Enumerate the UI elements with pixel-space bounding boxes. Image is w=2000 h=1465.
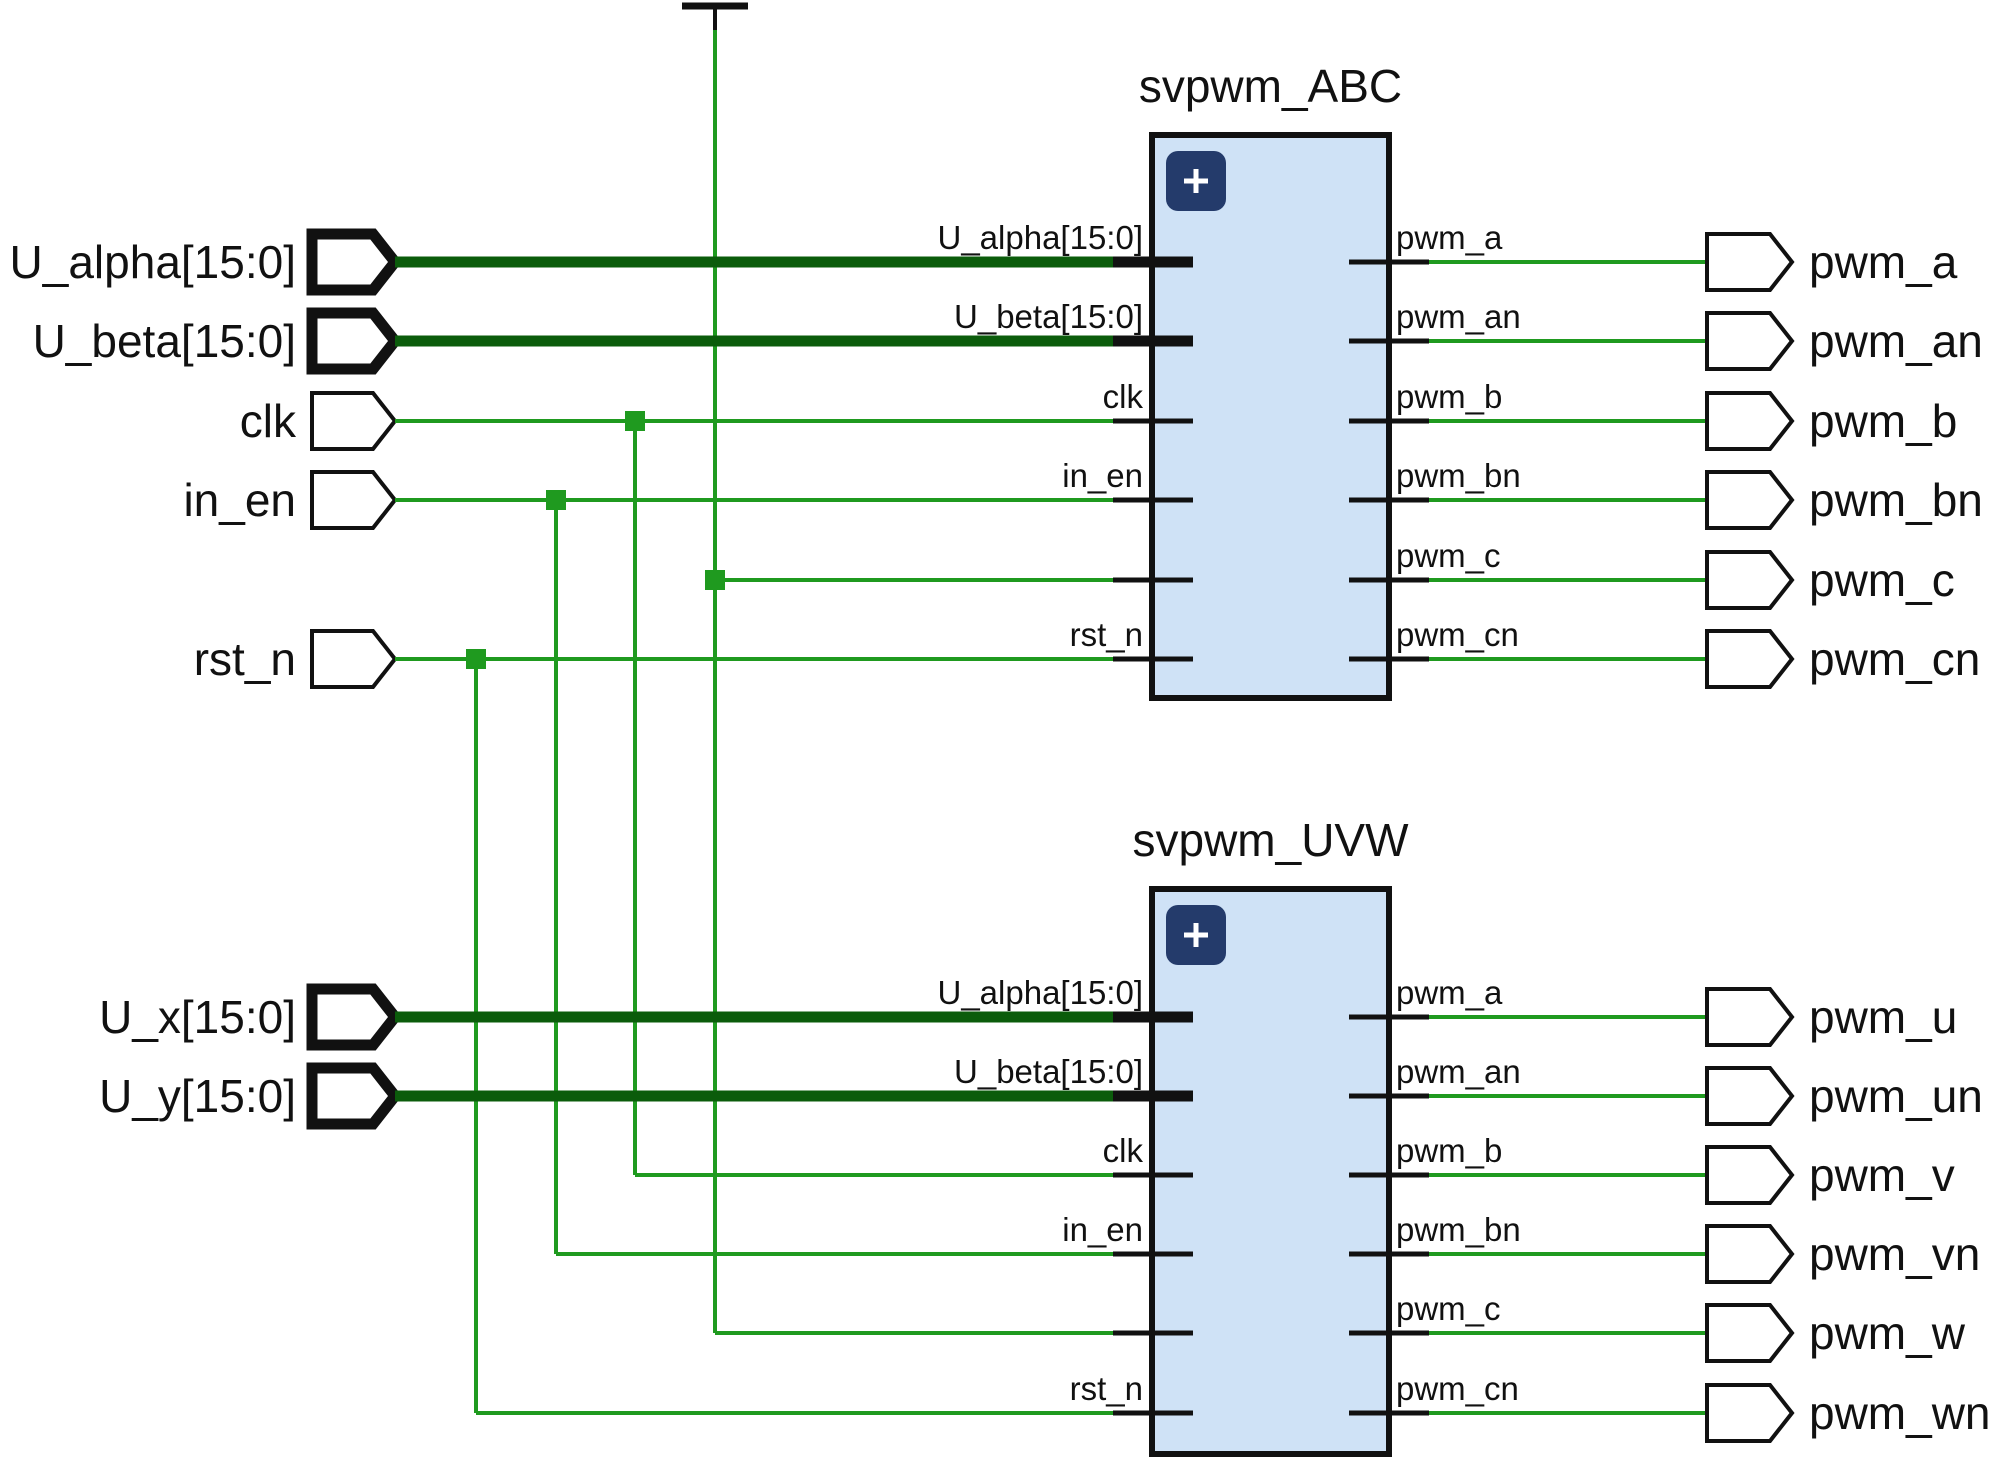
input-port-icon: [310, 629, 398, 689]
output-pin-label: pwm_cn: [1396, 616, 1519, 653]
output-pin-label: pwm_b: [1396, 378, 1502, 415]
net-junction-dot: [466, 649, 486, 669]
input-port[interactable]: in_en: [183, 470, 398, 530]
output-port-icon: [1705, 1383, 1795, 1443]
input-port[interactable]: U_alpha[15:0]: [10, 228, 402, 296]
output-port-label: pwm_v: [1809, 1149, 1955, 1201]
input-port-label: rst_n: [194, 633, 296, 685]
output-pin-label: pwm_bn: [1396, 1211, 1521, 1248]
input-port-label: U_beta[15:0]: [33, 315, 296, 367]
output-port-label: pwm_c: [1809, 554, 1955, 606]
output-pin-label: pwm_bn: [1396, 457, 1521, 494]
output-port[interactable]: pwm_a: [1705, 232, 1958, 292]
output-pin-label: pwm_an: [1396, 298, 1521, 335]
output-port-label: pwm_w: [1809, 1307, 1966, 1359]
net-junction-dot: [625, 411, 645, 431]
output-port-icon: [1705, 311, 1795, 371]
module-title: svpwm_UVW: [1132, 814, 1409, 866]
output-port[interactable]: pwm_wn: [1705, 1383, 1991, 1443]
net-junction-dot: [705, 570, 725, 590]
module-body[interactable]: [1149, 886, 1392, 1457]
input-pin-label: in_en: [1062, 1211, 1143, 1248]
output-port-icon: [1705, 391, 1795, 451]
input-pin-label: clk: [1103, 1132, 1144, 1169]
input-port-label: clk: [240, 395, 297, 447]
output-port[interactable]: pwm_an: [1705, 311, 1983, 371]
output-port[interactable]: pwm_un: [1705, 1066, 1983, 1126]
input-port-icon: [310, 470, 398, 530]
output-port-icon: [1705, 470, 1795, 530]
output-pin-label: pwm_a: [1396, 974, 1503, 1011]
input-pin-label: U_beta[15:0]: [954, 1053, 1143, 1090]
output-port[interactable]: pwm_cn: [1705, 629, 1980, 689]
module-body[interactable]: [1149, 132, 1392, 701]
input-port[interactable]: U_y[15:0]: [99, 1062, 402, 1130]
output-port[interactable]: pwm_bn: [1705, 470, 1983, 530]
output-pin-label: pwm_an: [1396, 1053, 1521, 1090]
output-port-label: pwm_vn: [1809, 1228, 1980, 1280]
expand-button[interactable]: [1166, 905, 1226, 965]
output-port[interactable]: pwm_w: [1705, 1303, 1966, 1363]
output-port-label: pwm_u: [1809, 991, 1957, 1043]
output-port[interactable]: pwm_b: [1705, 391, 1957, 451]
net-junction-dot: [546, 490, 566, 510]
input-pin-label: in_en: [1062, 457, 1143, 494]
input-port-label: U_x[15:0]: [99, 991, 296, 1043]
output-port-label: pwm_bn: [1809, 474, 1983, 526]
output-port-label: pwm_b: [1809, 395, 1957, 447]
input-port-label: in_en: [183, 474, 296, 526]
output-port-label: pwm_un: [1809, 1070, 1983, 1122]
output-port-icon: [1705, 1145, 1795, 1205]
bus-input-port-icon: [306, 228, 402, 296]
output-port[interactable]: pwm_u: [1705, 987, 1957, 1047]
input-port[interactable]: rst_n: [194, 629, 398, 689]
output-port-label: pwm_a: [1809, 236, 1958, 288]
input-port-label: U_alpha[15:0]: [10, 236, 296, 288]
output-port-icon: [1705, 987, 1795, 1047]
output-port-icon: [1705, 629, 1795, 689]
bus-input-port-icon: [306, 983, 402, 1051]
output-port-icon: [1705, 550, 1795, 610]
output-pin-label: pwm_b: [1396, 1132, 1502, 1169]
expand-button[interactable]: [1166, 151, 1226, 211]
input-port[interactable]: U_x[15:0]: [99, 983, 402, 1051]
input-pin-label: rst_n: [1070, 1370, 1143, 1407]
input-pin-label: U_beta[15:0]: [954, 298, 1143, 335]
output-port-icon: [1705, 232, 1795, 292]
input-pin-label: clk: [1103, 378, 1144, 415]
input-port-icon: [310, 391, 398, 451]
module-title: svpwm_ABC: [1139, 60, 1402, 112]
output-port-icon: [1705, 1224, 1795, 1284]
output-port-icon: [1705, 1066, 1795, 1126]
input-port[interactable]: clk: [240, 391, 398, 451]
output-port[interactable]: pwm_c: [1705, 550, 1955, 610]
output-port-label: pwm_wn: [1809, 1387, 1991, 1439]
output-pin-label: pwm_c: [1396, 537, 1501, 574]
output-pin-label: pwm_cn: [1396, 1370, 1519, 1407]
output-pin-label: pwm_c: [1396, 1290, 1501, 1327]
input-port-label: U_y[15:0]: [99, 1070, 296, 1122]
input-port[interactable]: U_beta[15:0]: [33, 307, 402, 375]
output-port[interactable]: pwm_vn: [1705, 1224, 1980, 1284]
output-port[interactable]: pwm_v: [1705, 1145, 1955, 1205]
input-pin-label: U_alpha[15:0]: [938, 219, 1144, 256]
bus-input-port-icon: [306, 1062, 402, 1130]
output-port-label: pwm_an: [1809, 315, 1983, 367]
bus-input-port-icon: [306, 307, 402, 375]
input-pin-label: U_alpha[15:0]: [938, 974, 1144, 1011]
output-port-label: pwm_cn: [1809, 633, 1980, 685]
input-pin-label: rst_n: [1070, 616, 1143, 653]
module-block-svpwm-abc[interactable]: svpwm_ABC U_alpha[15:0] pwm_a pwm_aU_beta[1…: [938, 60, 1983, 701]
module-block-svpwm-uvw[interactable]: svpwm_UVW U_alpha[15:0] pwm_a pwm_uU_beta[1…: [938, 814, 1991, 1457]
output-port-icon: [1705, 1303, 1795, 1363]
output-pin-label: pwm_a: [1396, 219, 1503, 256]
